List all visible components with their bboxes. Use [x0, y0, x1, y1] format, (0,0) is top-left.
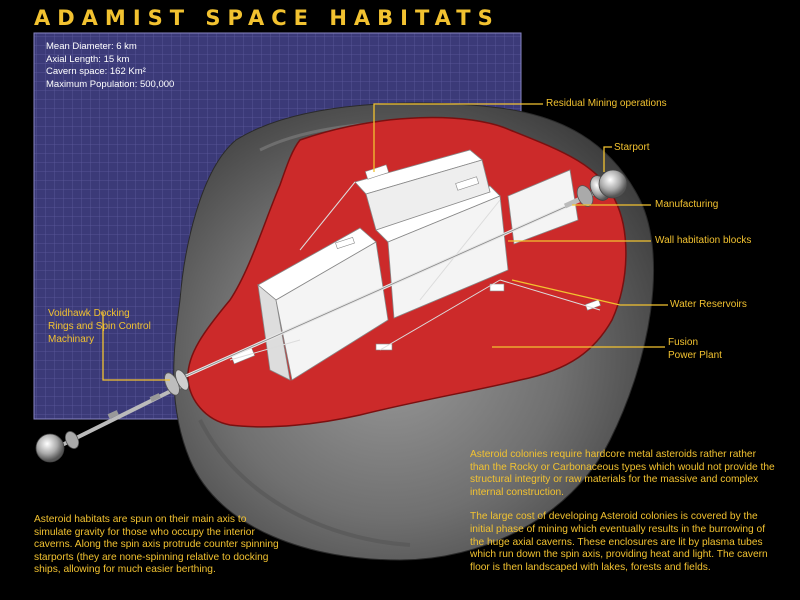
- habitat-stats: Mean Diameter: 6 km Axial Length: 15 km …: [46, 41, 174, 91]
- left-text-block: Asteroid habitats are spun on their main…: [34, 514, 284, 589]
- paragraph-mining-costs: The large cost of developing Asteroid co…: [470, 511, 768, 573]
- page-title: ADAMIST SPACE HABITATS: [34, 6, 500, 30]
- starport-lower: [35, 369, 189, 463]
- callout-fusion-line1: Fusion: [668, 337, 699, 348]
- spin-axis: [167, 194, 591, 386]
- callout-voidhawk: Voidhawk Docking Rings and Spin Control …: [48, 307, 151, 346]
- right-text-block: Asteroid colonies require hardcore metal…: [470, 449, 776, 586]
- stat-max-population: Maximum Population: 500,000: [46, 78, 175, 90]
- callout-fusion-line2: Power Plant: [668, 350, 722, 361]
- stat-cavern-space: Cavern space: 162 Km²: [46, 66, 146, 77]
- callout-wall-blocks: Wall habitation blocks: [655, 235, 752, 246]
- callout-water: Water Reservoirs: [670, 299, 747, 310]
- callout-voidhawk-line3: Machinary: [48, 334, 95, 345]
- starport-upper: [563, 169, 628, 209]
- paragraph-spin-gravity: Asteroid habitats are spun on their main…: [34, 514, 279, 576]
- callout-voidhawk-line2: Rings and Spin Control: [48, 321, 151, 332]
- stat-axial-length: Axial Length: 15 km: [46, 53, 130, 65]
- callout-lines: [102, 103, 668, 381]
- callout-manufacturing: Manufacturing: [655, 199, 719, 210]
- callout-starport: Starport: [614, 142, 650, 153]
- callout-fusion: Fusion Power Plant: [668, 336, 722, 362]
- stat-mean-diameter: Mean Diameter: 6 km: [46, 41, 137, 52]
- callout-mining: Residual Mining operations: [546, 98, 667, 109]
- callout-voidhawk-line1: Voidhawk Docking: [48, 308, 130, 319]
- support-struts: [229, 181, 601, 361]
- paragraph-metal-asteroids: Asteroid colonies require hardcore metal…: [470, 449, 775, 498]
